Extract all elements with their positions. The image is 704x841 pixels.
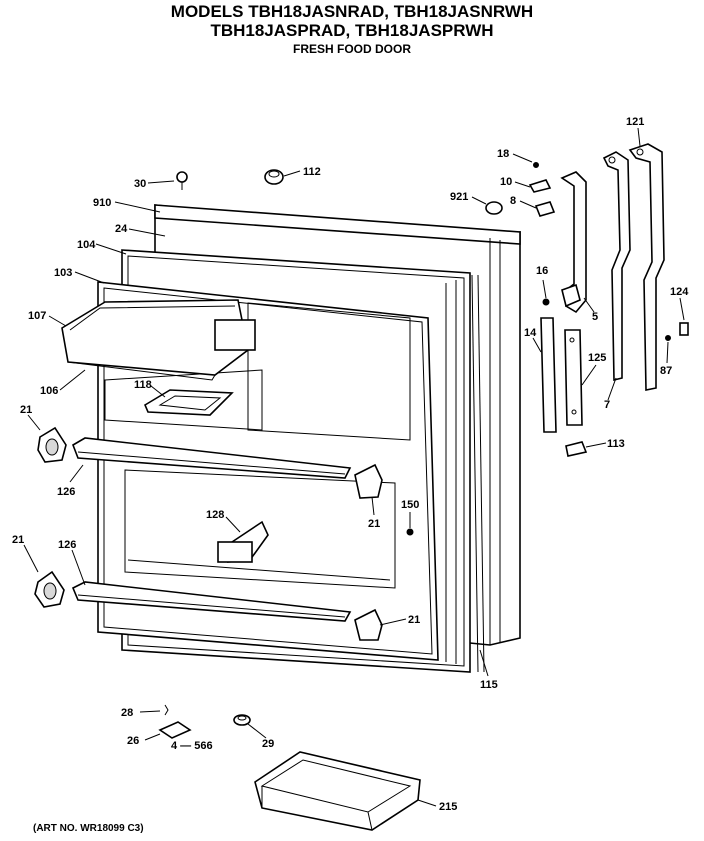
callout-921: 921	[450, 191, 468, 203]
callout-21-upper-right: 21	[368, 518, 380, 530]
callout-87: 87	[660, 365, 672, 377]
callout-26: 26	[127, 735, 139, 747]
callout-121: 121	[626, 116, 644, 128]
door-shelf-upper	[72, 437, 352, 479]
shelf-end-cap-lower-left	[34, 570, 65, 608]
screw-18	[533, 162, 539, 168]
callout-14: 14	[524, 327, 537, 339]
art-number: (ART NO. WR18099 C3)	[33, 823, 144, 834]
cam-8	[534, 201, 556, 217]
hinge-bracket-5	[560, 171, 587, 314]
callout-107: 107	[28, 310, 46, 322]
callout-106: 106	[40, 385, 58, 397]
seal-strip	[471, 274, 485, 673]
models-title-line2: TBH18JASPRAD, TBH18JASPRWH	[210, 21, 494, 40]
handle-121	[628, 143, 665, 391]
callout-24: 24	[115, 223, 128, 235]
callout-21-lower-right: 21	[408, 614, 420, 626]
callout-29: 29	[262, 738, 274, 750]
callout-104: 104	[77, 239, 96, 251]
shelf-end-cap-lower-right	[354, 608, 383, 641]
callout-21-lower-left: 21	[12, 534, 24, 546]
pad-26	[158, 721, 192, 739]
callout-21-upper-left: 21	[20, 404, 32, 416]
door-bin-215	[254, 751, 421, 831]
bottle-bracket	[217, 520, 269, 563]
screw-16	[542, 298, 550, 306]
callout-7: 7	[604, 399, 610, 411]
plug-124	[679, 322, 689, 336]
leader-lines	[23, 127, 685, 807]
butter-bin	[143, 389, 234, 416]
diagram-subtitle: FRESH FOOD DOOR	[292, 42, 411, 56]
callout-126-lower: 126	[58, 539, 76, 551]
callout-103: 103	[54, 267, 72, 279]
callout-125: 125	[588, 352, 606, 364]
bushing-921	[485, 201, 503, 215]
callout-566: 4 — 566	[171, 740, 213, 752]
callout-215: 215	[439, 801, 457, 813]
callout-126-upper: 126	[57, 486, 75, 498]
trim-strip-125	[564, 329, 583, 426]
nut-29	[233, 714, 251, 726]
shelf-end-cap-upper-right	[354, 463, 383, 499]
shelf-end-cap-upper-left	[37, 426, 67, 463]
callout-labels: 30 112 910 24 104 103 107 106 118 21 126…	[12, 116, 689, 813]
screw-30	[176, 171, 188, 190]
plug-113	[565, 441, 588, 457]
callout-910: 910	[93, 197, 111, 209]
door-shelf-lower	[71, 581, 352, 622]
callout-124: 124	[670, 286, 689, 298]
callout-5: 5	[592, 311, 598, 323]
clip-28	[164, 704, 169, 716]
trim-strip-14	[540, 317, 557, 433]
callout-18: 18	[497, 148, 509, 160]
plug-112	[264, 169, 284, 185]
dairy-door-bin	[61, 299, 256, 381]
shim-10	[528, 179, 552, 193]
screw-87	[665, 335, 671, 341]
callout-118: 118	[134, 379, 152, 391]
callout-150: 150	[401, 499, 419, 511]
callout-8: 8	[510, 195, 516, 207]
screw-150	[406, 528, 414, 536]
callout-16: 16	[536, 265, 548, 277]
callout-28: 28	[121, 707, 133, 719]
callout-30: 30	[134, 178, 146, 190]
callout-112: 112	[303, 166, 321, 178]
callout-128: 128	[206, 509, 224, 521]
callout-115: 115	[480, 679, 498, 691]
handle-7	[602, 151, 631, 382]
callout-113: 113	[607, 438, 625, 450]
callout-10: 10	[500, 176, 512, 188]
models-title-line1: MODELS TBH18JASNRAD, TBH18JASNRWH	[170, 2, 534, 21]
